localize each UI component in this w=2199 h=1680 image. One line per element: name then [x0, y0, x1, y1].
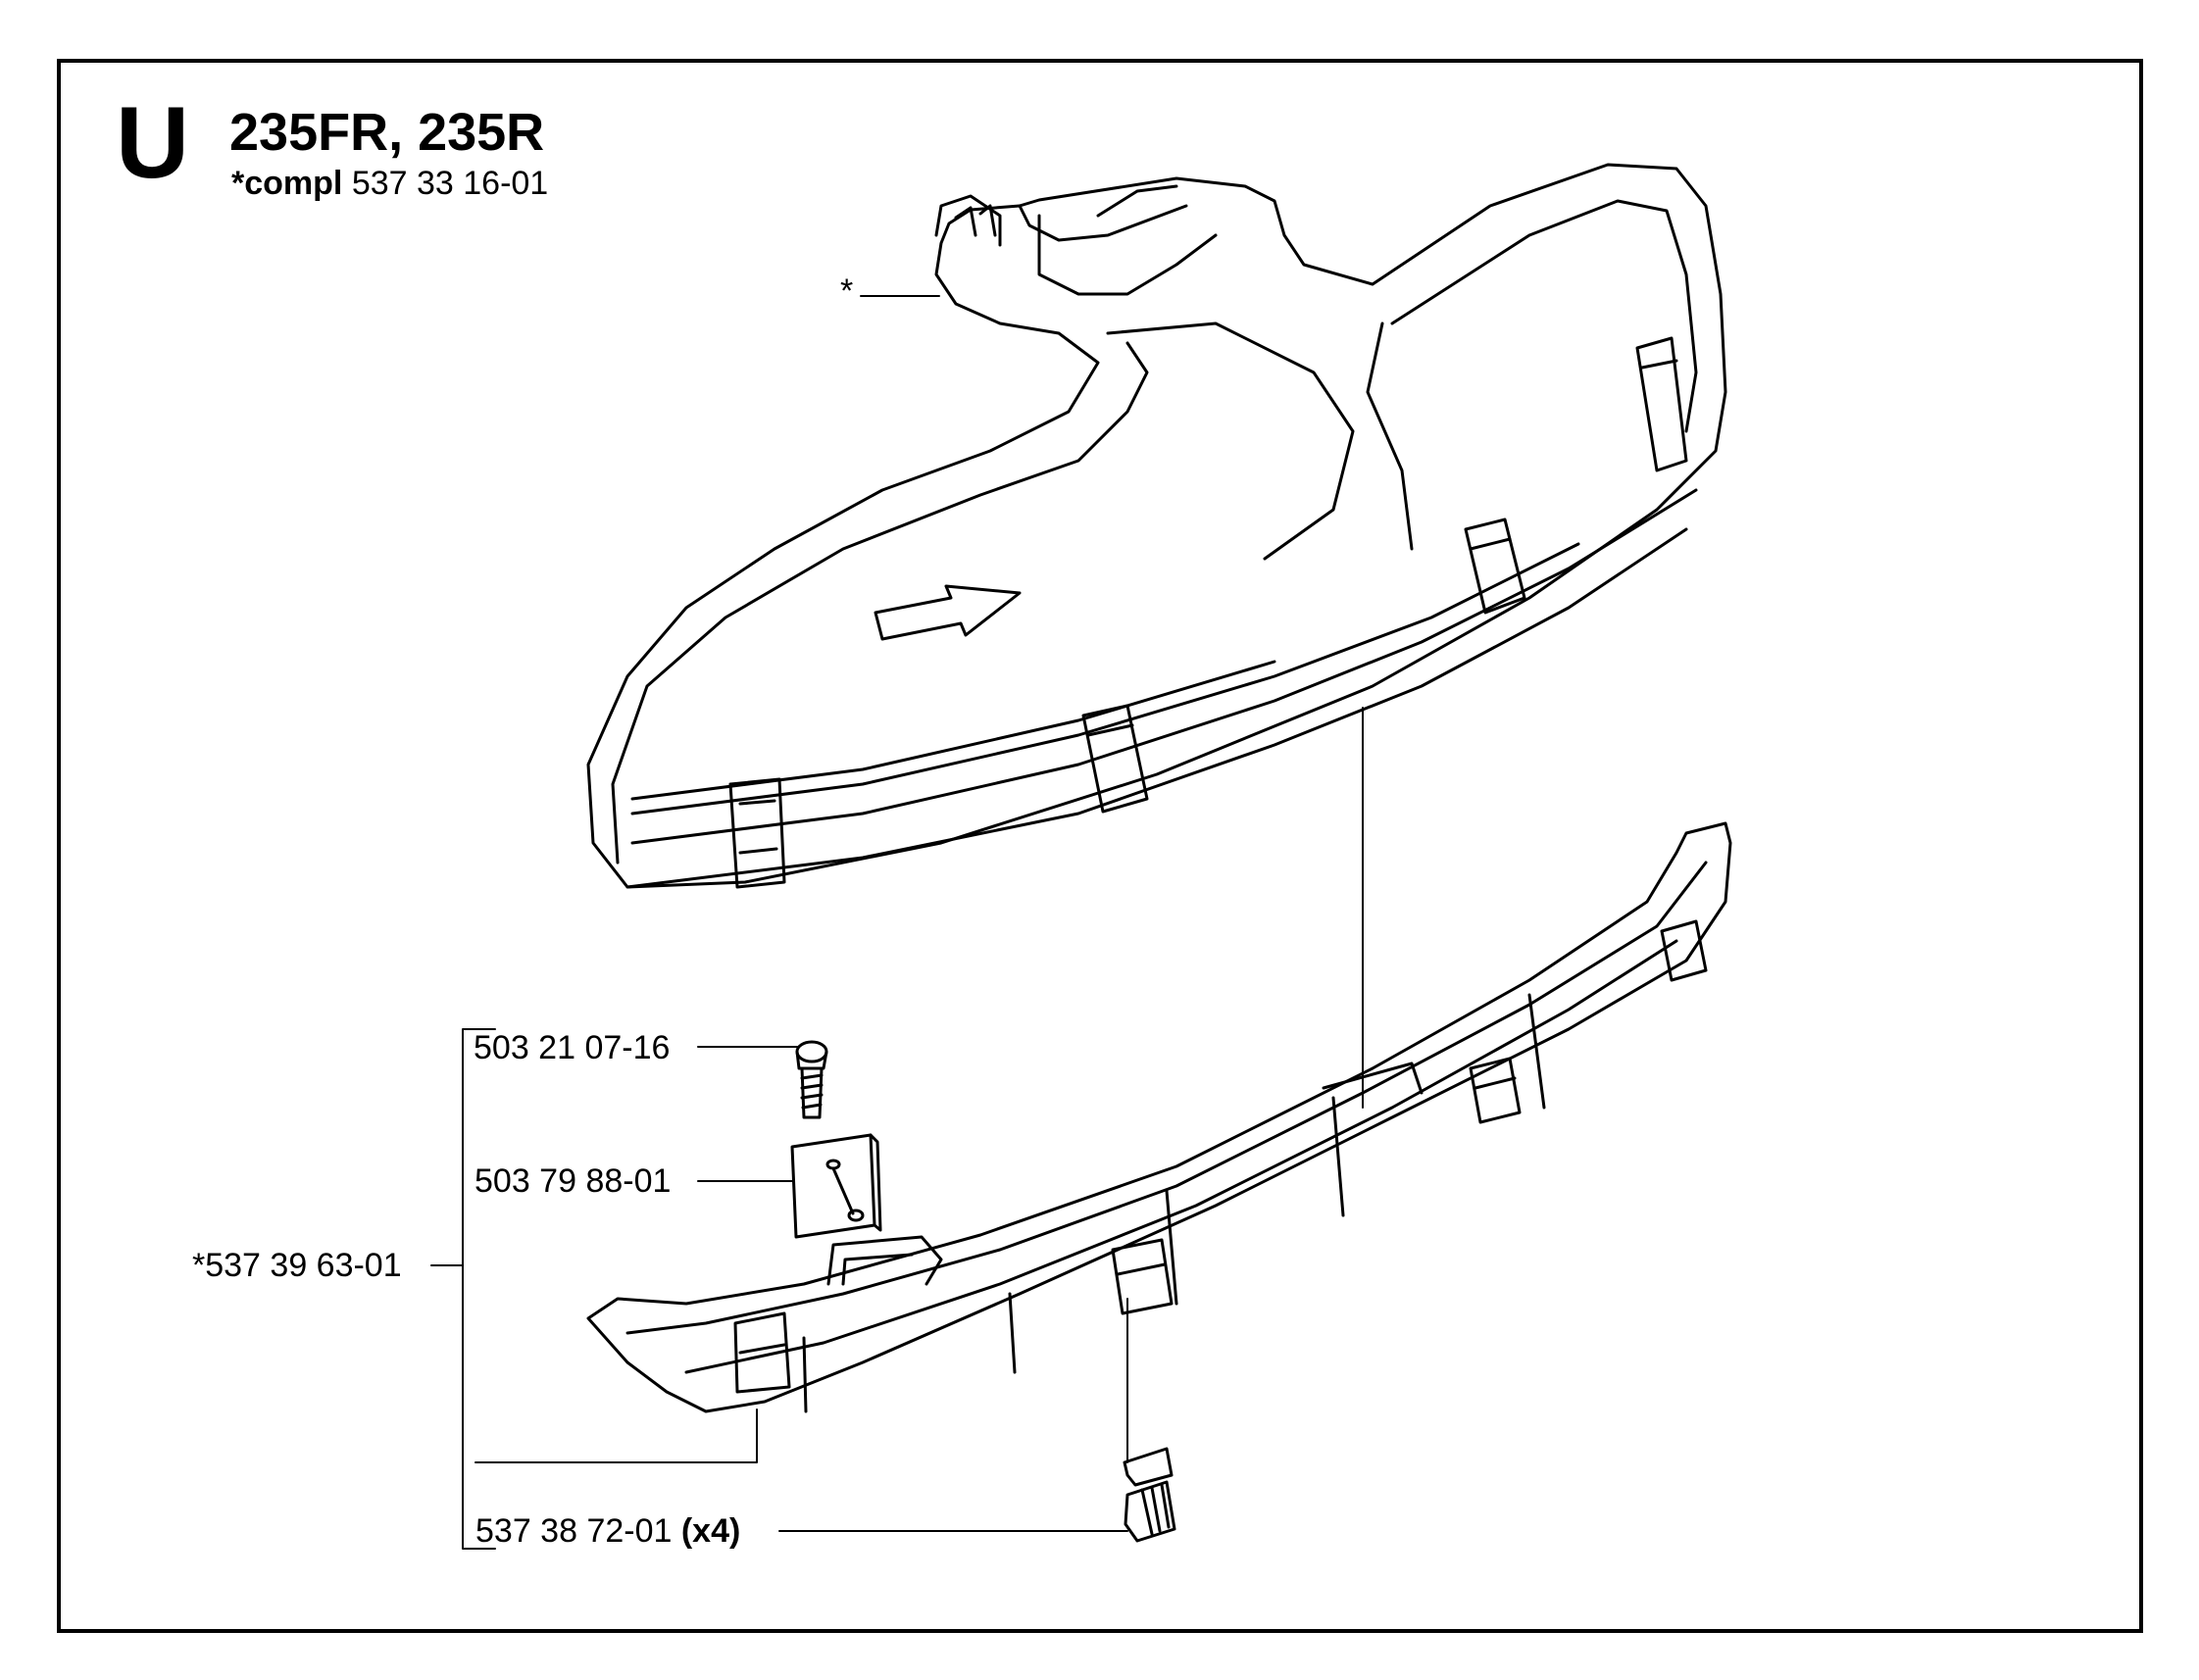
screw-part-number: 503 21 07-16: [474, 1029, 671, 1066]
clip-quantity: (x4): [680, 1512, 741, 1550]
leader-lines: [430, 295, 1364, 1550]
compl-line: *compl 537 33 16-01: [231, 167, 548, 200]
model-title: 235FR, 235R: [229, 103, 545, 162]
drawing-frame: [57, 59, 2143, 1633]
compl-number: 537 33 16-01: [351, 165, 549, 202]
asterisk-label: *: [840, 272, 854, 310]
assembly-part-number: *537 39 63-01: [192, 1247, 402, 1284]
trimmer-guard: [586, 163, 1727, 889]
section-letter: U: [116, 86, 190, 200]
debris-shield: [586, 821, 1732, 1413]
compl-prefix: *compl: [231, 165, 343, 202]
clip-part-number: 537 38 72-01 (x4): [475, 1514, 740, 1548]
clip-number: 537 38 72-01: [475, 1512, 673, 1550]
plate-part-number: 503 79 88-01: [475, 1162, 672, 1200]
clip: [1123, 1447, 1176, 1543]
plate: [790, 1133, 882, 1239]
screw: [795, 1040, 828, 1119]
rotation-arrow-icon: [874, 584, 1022, 641]
